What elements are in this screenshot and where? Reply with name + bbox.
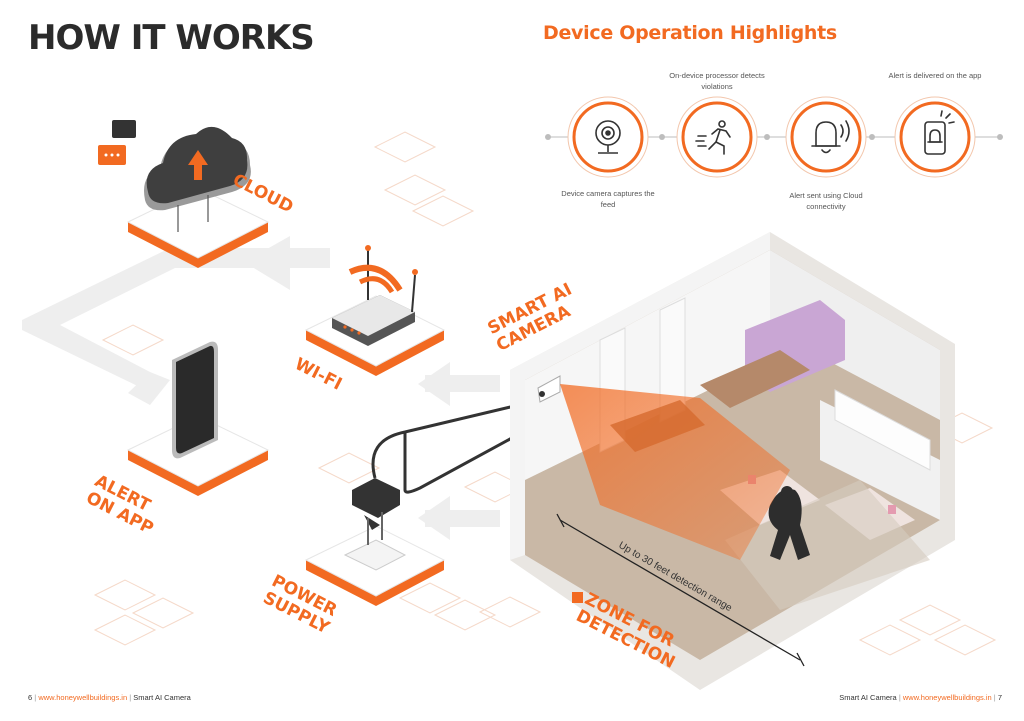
wifi-platform xyxy=(304,245,446,376)
highlight-label-alert-sent: Alert sent using Cloud connectivity xyxy=(789,191,863,211)
range-line xyxy=(556,513,805,667)
footer-right-title: Smart AI Camera xyxy=(839,693,897,702)
footer-right: Smart AI Camera | www.honeywellbuildings… xyxy=(839,693,1002,702)
footer-right-page: 7 xyxy=(997,693,1002,702)
highlight-label-camera: Device camera captures the feed xyxy=(561,189,655,209)
bell-icon xyxy=(811,120,850,154)
zone-swatch xyxy=(572,592,583,603)
footer-left: 6 | www.honeywellbuildings.in | Smart AI… xyxy=(28,693,191,702)
page-title: HOW IT WORKS xyxy=(28,18,315,58)
section-title: Device Operation Highlights xyxy=(543,22,837,44)
phone-platform xyxy=(126,341,270,496)
highlight-label-delivered: Alert is delivered on the app xyxy=(888,71,982,80)
flow-arrows xyxy=(22,236,500,540)
footer-left-title: Smart AI Camera xyxy=(133,693,191,702)
phone-alert-icon xyxy=(924,110,955,155)
highlight-circles xyxy=(567,96,976,178)
running-person-icon xyxy=(695,120,731,155)
footer-left-page: 6 xyxy=(28,693,33,702)
room-illustration xyxy=(510,232,955,690)
highlight-label-processor: On-device processor detects violations xyxy=(669,71,765,91)
cloud-platform xyxy=(98,120,270,268)
camera-icon xyxy=(595,120,621,154)
footer-left-url[interactable]: www.honeywellbuildings.in xyxy=(38,693,128,702)
footer-right-url[interactable]: www.honeywellbuildings.in xyxy=(902,693,992,702)
power-platform xyxy=(304,384,562,606)
